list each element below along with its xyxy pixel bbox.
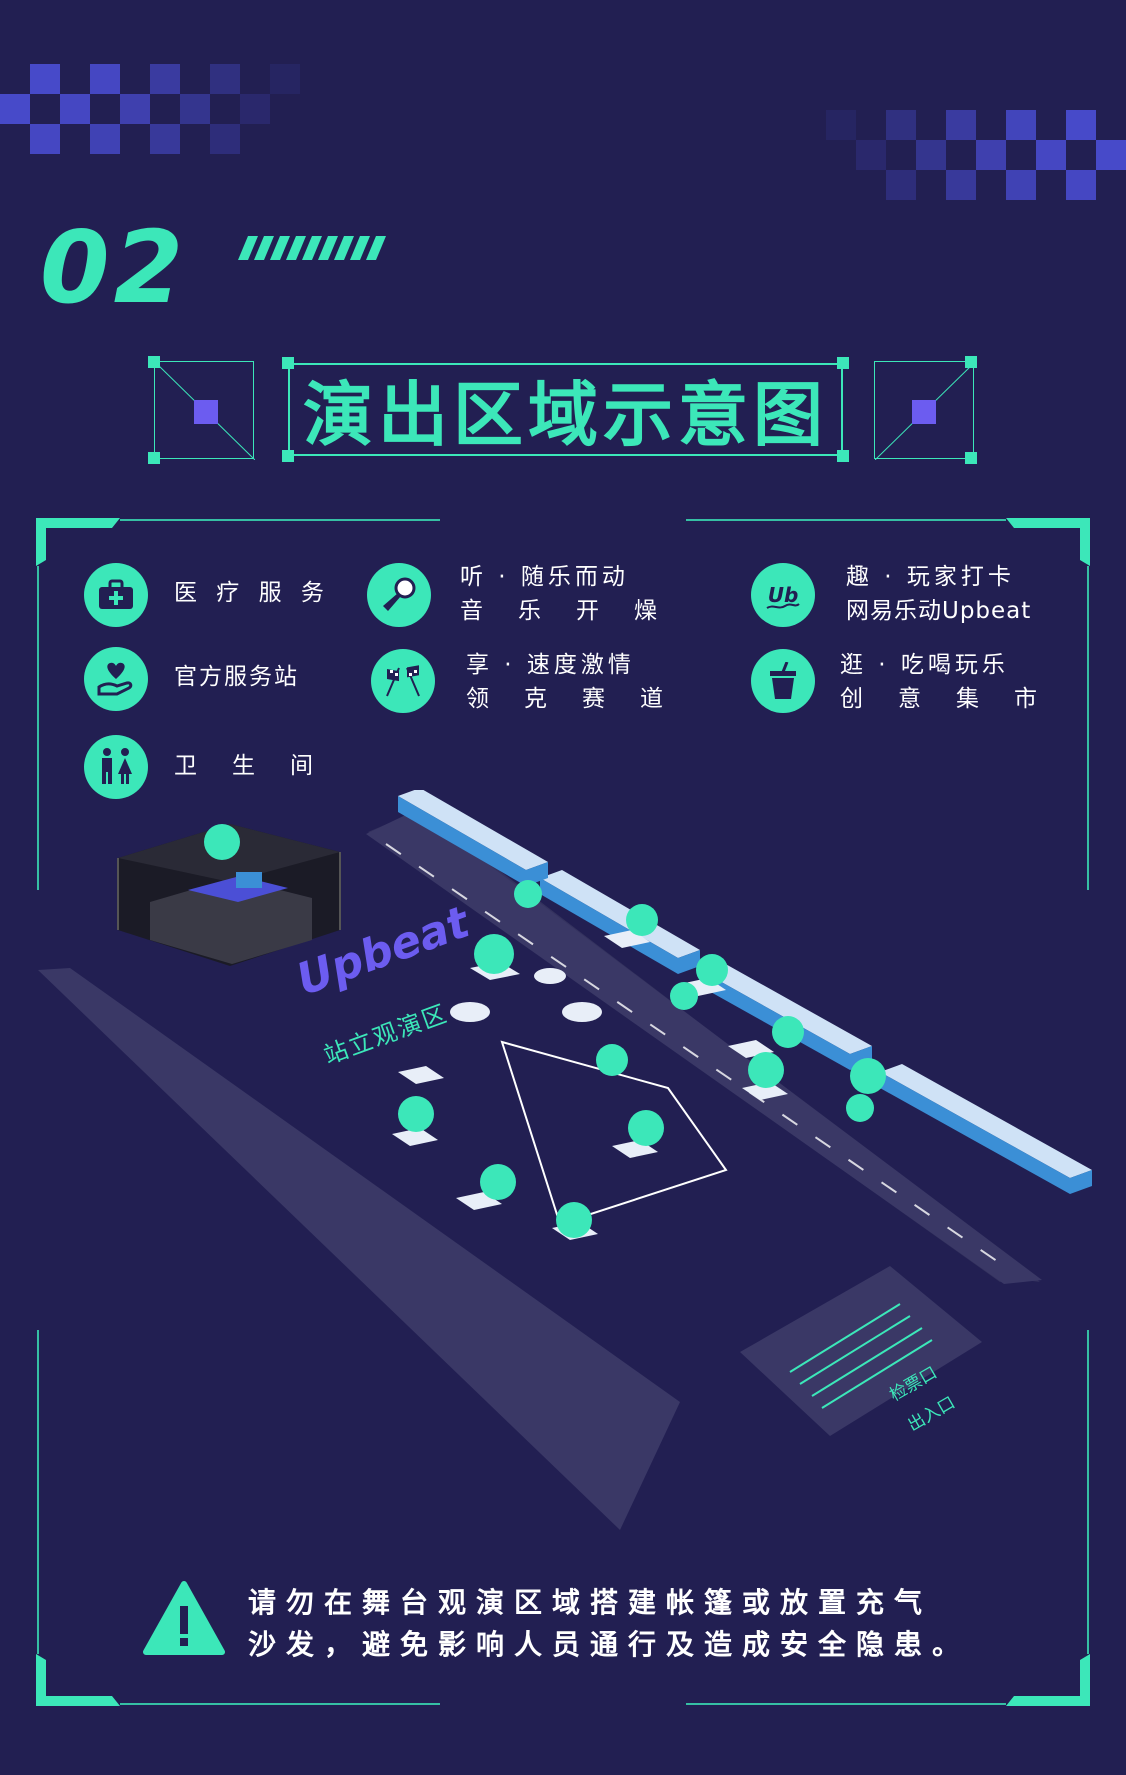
legend-label: 趣 · 玩家打卡 — [846, 564, 1015, 590]
restroom-icon — [846, 1094, 874, 1122]
racing-flags-icon — [596, 1044, 628, 1076]
legend-label: 官方服务站 — [174, 664, 299, 690]
legend-label: 听 · 随乐而动 — [460, 564, 629, 590]
corner-dot — [282, 450, 294, 462]
upbeat-logo-icon — [474, 934, 514, 974]
warning-triangle-icon — [142, 1580, 226, 1660]
stripe-decoration — [228, 236, 388, 264]
microphone-icon — [204, 824, 240, 860]
drink-cup-icon — [398, 1096, 434, 1132]
drink-cup-icon — [626, 904, 658, 936]
drink-cup-icon — [696, 954, 728, 986]
corner-dot — [965, 452, 977, 464]
drink-cup-icon — [772, 1016, 804, 1048]
restroom-icon — [670, 982, 698, 1010]
drink-cup-icon — [556, 1202, 592, 1238]
warning-text: 请勿在舞台观演区域搭建帐篷或放置充气 沙发，避免影响人员通行及造成安全隐患。 — [248, 1582, 970, 1666]
corner-dot — [282, 357, 294, 369]
walkway — [38, 968, 680, 1530]
corner-dot — [148, 452, 160, 464]
restroom-icon — [84, 735, 148, 799]
corner-dot — [837, 450, 849, 462]
upbeat-logo-icon: Ub — [751, 563, 815, 627]
legend-label: 领 克 赛 道 — [466, 686, 669, 712]
checker-pattern-top-left — [0, 62, 300, 154]
heart-hand-icon — [628, 1110, 664, 1146]
heart-hand-icon — [84, 647, 148, 711]
legend-label: 逛 · 吃喝玩乐 — [840, 652, 1009, 678]
venue-map — [0, 788, 1126, 1550]
racing-flags-icon — [371, 649, 435, 713]
checker-pattern-top-right — [826, 108, 1126, 200]
grandstand — [398, 788, 1092, 1178]
warning-line: 请勿在舞台观演区域搭建帐篷或放置充气 — [248, 1586, 933, 1619]
title-frame: 演出区域示意图 — [288, 363, 843, 456]
legend-label: 网易乐动Upbeat — [846, 598, 1032, 624]
section-number: 02 — [40, 209, 188, 326]
legend-label: 享 · 速度激情 — [466, 652, 635, 678]
corner-dot — [148, 356, 160, 368]
legend-label: 音 乐 开 燥 — [460, 598, 663, 624]
drink-cup-icon — [751, 649, 815, 713]
title-side-box-left — [154, 361, 255, 460]
svg-text:Ub: Ub — [768, 583, 799, 607]
medical-kit-icon — [850, 1058, 886, 1094]
entry-gate — [740, 1266, 982, 1436]
drink-cup-icon — [480, 1164, 516, 1200]
legend-label: 卫 生 间 — [174, 753, 319, 779]
corner-dot — [837, 357, 849, 369]
microphone-icon — [367, 563, 431, 627]
warning-line: 沙发，避免影响人员通行及造成安全隐患。 — [248, 1628, 971, 1661]
medical-kit-icon — [84, 563, 148, 627]
legend-label: 医 疗 服 务 — [174, 580, 330, 606]
page-title: 演出区域示意图 — [303, 374, 828, 456]
corner-dot — [965, 356, 977, 368]
heart-hand-icon — [748, 1052, 784, 1088]
restroom-icon — [514, 880, 542, 908]
title-side-box-right — [874, 361, 975, 460]
legend-label: 创 意 集 市 — [840, 686, 1043, 712]
